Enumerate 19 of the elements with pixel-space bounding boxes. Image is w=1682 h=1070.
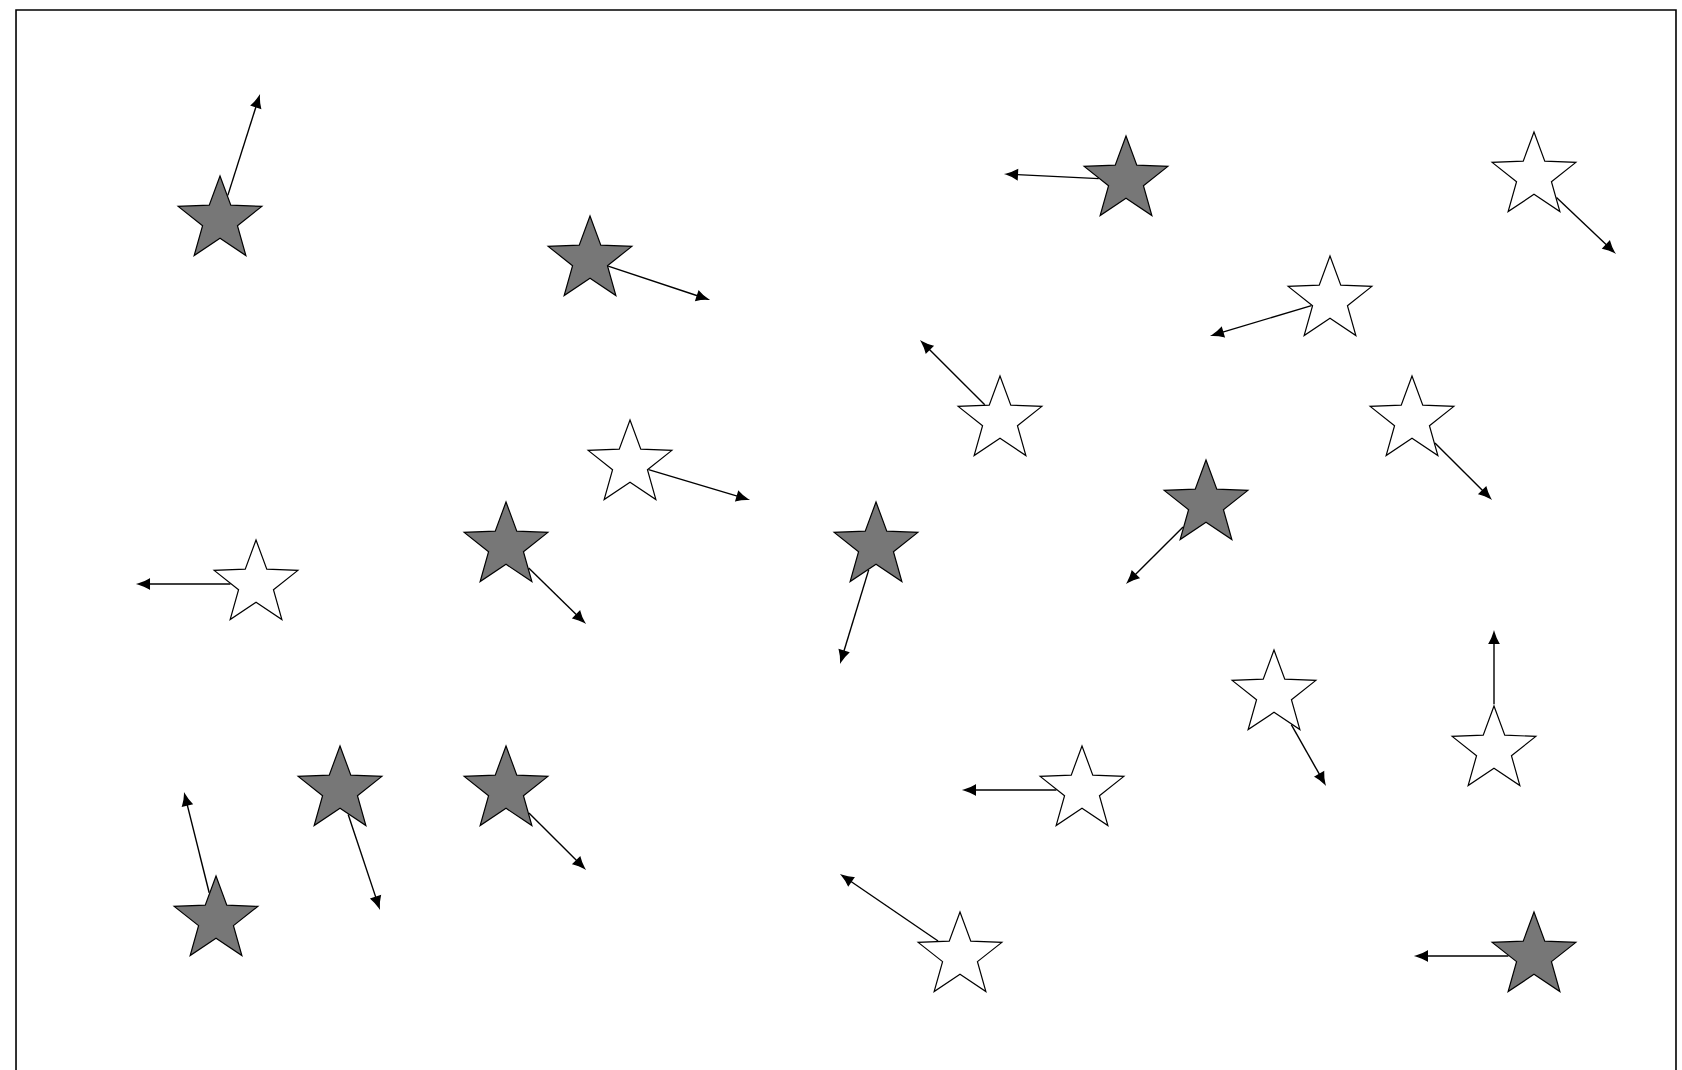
arrow bbox=[1434, 442, 1491, 499]
arrow bbox=[1290, 723, 1326, 785]
arrow bbox=[227, 95, 262, 197]
arrow bbox=[841, 874, 939, 942]
arrow bbox=[182, 793, 210, 894]
arrow bbox=[1127, 526, 1184, 583]
arrow bbox=[1555, 196, 1615, 253]
arrow bbox=[607, 265, 709, 301]
arrow bbox=[963, 784, 1058, 796]
arrow bbox=[137, 578, 232, 590]
arrow bbox=[838, 569, 870, 663]
arrow bbox=[528, 567, 585, 623]
arrow bbox=[1005, 169, 1100, 181]
arrow bbox=[1211, 304, 1313, 338]
arrow bbox=[1415, 950, 1510, 962]
arrow bbox=[528, 812, 585, 869]
arrow bbox=[347, 813, 381, 909]
arrow bbox=[1488, 631, 1500, 705]
arrow bbox=[921, 341, 986, 406]
